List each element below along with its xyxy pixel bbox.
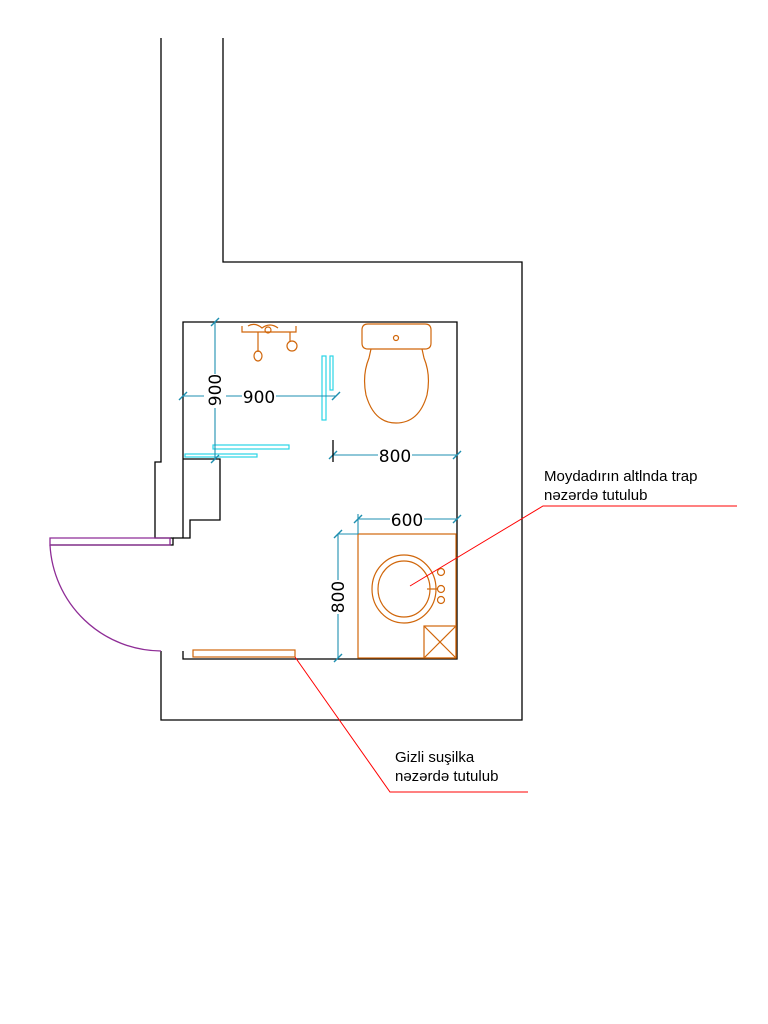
outer-walls: [50, 38, 523, 721]
dimension-vanity-width: 600: [353, 508, 462, 534]
dimension-label-shower-width: 900: [243, 388, 275, 408]
towel-dryer-icon: [192, 649, 296, 658]
dimension-label-toilet-zone: 800: [379, 447, 411, 467]
leader-towel-dryer: [294, 656, 528, 793]
dimension-label-vanity-width: 600: [391, 511, 423, 531]
glass-partition: [184, 355, 334, 458]
note-towel-dryer-line2: nəzərdə tutulub: [395, 768, 498, 785]
note-sink-trap: Moydadırın altlnda trap nəzərdə tutulub: [544, 468, 697, 504]
dimension-toilet-zone: 800: [328, 440, 462, 467]
entry-door: [49, 537, 171, 652]
inner-walls: [173, 321, 458, 660]
dimension-shower-width: 900: [178, 385, 341, 408]
dimension-label-shower-depth: 900: [206, 374, 226, 406]
dimension-label-vanity-depth: 800: [329, 581, 349, 613]
note-sink-trap-line2: nəzərdə tutulub: [544, 487, 647, 504]
note-sink-trap-line1: Moydadırın altlnda trap: [544, 468, 697, 485]
vanity-icon: [357, 533, 457, 659]
dimension-vanity-depth: 800: [327, 529, 358, 663]
note-towel-dryer-line1: Gizli suşilka: [395, 749, 475, 766]
note-towel-dryer: Gizli suşilka nəzərdə tutulub: [395, 749, 498, 785]
dimension-shower-depth: 900: [204, 317, 226, 464]
shower-faucet-icon: [241, 323, 298, 362]
toilet-icon: [361, 323, 432, 424]
leader-sink-trap: [409, 505, 737, 587]
